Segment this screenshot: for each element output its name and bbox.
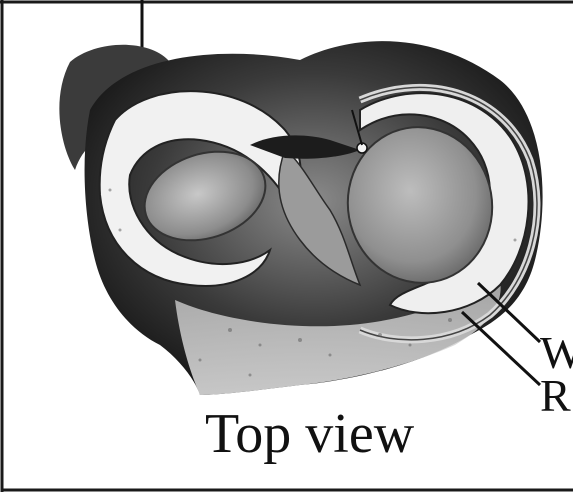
r-leader-line (462, 312, 540, 385)
r-zone-label: R (540, 373, 571, 419)
caption-top-view: Top view (205, 406, 414, 462)
